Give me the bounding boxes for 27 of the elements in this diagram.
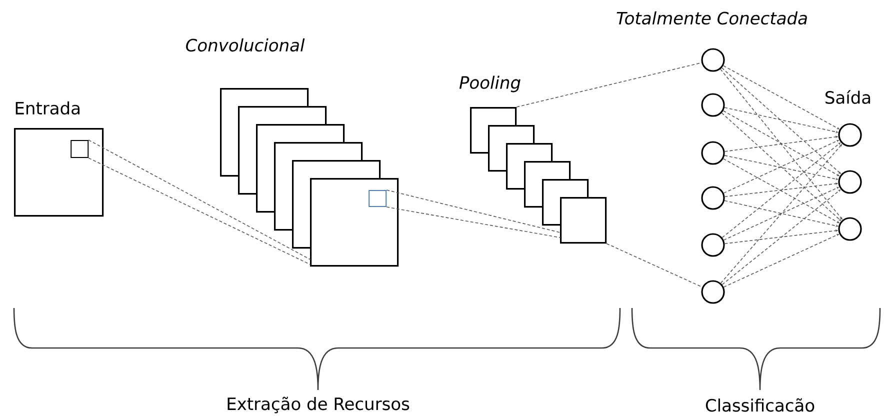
neuron-circle xyxy=(701,93,725,117)
column-heading: Convolucional xyxy=(186,38,305,52)
neuron-circle xyxy=(838,123,862,147)
neuron-circle xyxy=(701,186,725,210)
filter-window xyxy=(368,190,387,207)
neuron-circle xyxy=(838,170,862,194)
column-heading: Pooling xyxy=(459,76,520,92)
section-label: Extração de Recursos xyxy=(228,396,410,414)
neuron-circle xyxy=(701,233,725,257)
neuron-circle xyxy=(701,280,725,304)
connection-line xyxy=(386,206,561,238)
connection-line xyxy=(606,243,703,288)
connection-line xyxy=(88,158,311,265)
neuron-circle xyxy=(701,141,725,165)
connection-line xyxy=(724,200,838,227)
connection-line xyxy=(516,62,702,108)
neuron-circle xyxy=(701,48,725,72)
input-image xyxy=(14,128,104,217)
section-label: Classificacão xyxy=(706,398,814,412)
feature-map xyxy=(310,178,399,267)
column-heading: Totalmente Conectada xyxy=(616,11,807,25)
connection-line xyxy=(386,190,561,233)
column-heading: Saída xyxy=(826,90,870,104)
feature-map xyxy=(560,197,607,244)
filter-window xyxy=(70,140,89,158)
column-heading: Entrada xyxy=(16,101,80,115)
neuron-circle xyxy=(838,217,862,241)
